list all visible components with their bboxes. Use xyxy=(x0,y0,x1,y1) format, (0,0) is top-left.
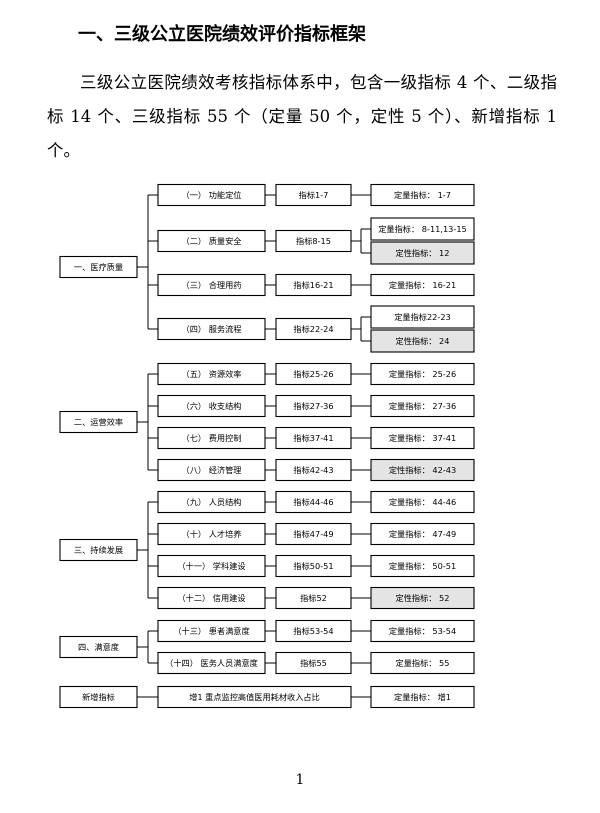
level1-2-group-3-name-box-label: （七） 费用控制 xyxy=(182,433,242,443)
level1-3-box-label: 三、持续发展 xyxy=(74,545,123,555)
page-number: 1 xyxy=(295,772,305,788)
level1-1-group-1-result-box-label: 定量指标： 1-7 xyxy=(394,190,451,200)
level1-1-group-2-result-box-1 xyxy=(370,217,475,241)
level1-4-group-1-result-box-label: 定量指标： 53-54 xyxy=(389,626,456,636)
new-indicator-box-label: 新增指标 xyxy=(82,692,115,702)
level1-2-group-3-result-box xyxy=(370,426,475,450)
level1-4-group-1-name-box-label: （十三） 患者满意度 xyxy=(173,626,249,636)
level1-2-group-2-name-box-label: （六） 收支结构 xyxy=(182,401,242,411)
level1-1-group-1-range-box-label: 指标1-7 xyxy=(299,190,329,200)
level1-4-group-2-range-box-label: 指标55 xyxy=(300,658,327,668)
level1-1-group-2-result-box-2-label: 定性指标： 12 xyxy=(396,248,450,258)
level1-2-group-4-result-box xyxy=(370,458,475,482)
level1-3-group-4-result-box xyxy=(370,586,475,610)
level1-1-group-3-range-box-label: 指标16-21 xyxy=(293,280,333,290)
level1-2-group-1-range-box-label: 指标25-26 xyxy=(293,369,333,379)
level1-2-group-2-result-box-label: 定量指标： 27-36 xyxy=(389,401,456,411)
level1-2-box-label: 二、运营效率 xyxy=(74,417,123,427)
level1-1-group-4-result-box-1-label: 定量指标22-23 xyxy=(394,312,451,322)
level1-2-group-1-result-box xyxy=(370,362,475,386)
level1-2-group-4-result-box-label: 定性指标： 42-43 xyxy=(389,465,456,475)
level1-1-group-1-result-box xyxy=(370,183,475,207)
level1-3-group-2-result-box xyxy=(370,522,475,546)
level1-3-group-1-result-box xyxy=(370,490,475,514)
level1-1-group-2-result-box-1-label: 定量指标： 8-11,13-15 xyxy=(378,224,467,234)
level1-3-group-4-result-box-label: 定性指标： 52 xyxy=(396,593,450,603)
level1-1-group-4-result-box-2 xyxy=(370,329,475,353)
level1-1-group-1-name-box-label: （一） 功能定位 xyxy=(182,190,242,200)
level1-1-group-2-range-box-label: 指标8-15 xyxy=(296,236,331,246)
level1-1-group-3-result-box xyxy=(370,273,475,297)
level1-1-group-2-result-box-2 xyxy=(370,241,475,265)
level1-3-group-2-name-box-label: （十） 人才培养 xyxy=(182,529,242,539)
level1-3-group-4-range-box-label: 指标52 xyxy=(300,593,327,603)
level1-3-group-3-result-box xyxy=(370,554,475,578)
level1-1-group-4-result-box-1 xyxy=(370,305,475,329)
level1-3-group-1-name-box-label: （九） 人员结构 xyxy=(182,497,242,507)
level1-2-group-2-result-box xyxy=(370,394,475,418)
new-indicator-result-box-label: 定量指标： 增1 xyxy=(394,692,451,702)
level1-3-group-1-range-box-label: 指标44-46 xyxy=(293,497,333,507)
new-indicator-result-box xyxy=(370,685,475,709)
level1-4-group-1-range-box-label: 指标53-54 xyxy=(293,626,333,636)
level1-3-group-2-range-box-label: 指标47-49 xyxy=(293,529,333,539)
level1-2-group-2-range-box-label: 指标27-36 xyxy=(293,401,333,411)
new-indicator-content-box-label: 增1 重点监控高值医用耗材收入占比 xyxy=(189,692,320,702)
level1-2-group-3-result-box-label: 定量指标： 37-41 xyxy=(389,433,456,443)
level1-4-group-2-result-box xyxy=(370,651,475,675)
level1-1-group-4-range-box-label: 指标22-24 xyxy=(293,324,333,334)
level1-2-group-3-range-box-label: 指标37-41 xyxy=(293,433,333,443)
level1-2-group-4-name-box-label: （八） 经济管理 xyxy=(182,465,242,475)
section-heading: 一、三级公立医院绩效评价指标框架 xyxy=(78,24,366,45)
level1-2-group-1-name-box-label: （五） 资源效率 xyxy=(182,369,242,379)
level1-4-group-1-result-box xyxy=(370,619,475,643)
level1-1-group-4-name-box-label: （四） 服务流程 xyxy=(182,324,242,334)
level1-3-group-3-range-box-label: 指标50-51 xyxy=(293,561,333,571)
level1-2-group-1-result-box-label: 定量指标： 25-26 xyxy=(389,369,456,379)
level1-1-box-label: 一、医疗质量 xyxy=(74,262,123,272)
level1-1-group-3-name-box-label: （三） 合理用药 xyxy=(182,280,242,290)
level1-1-group-3-result-box-label: 定量指标： 16-21 xyxy=(389,280,456,290)
level1-3-group-3-result-box-label: 定量指标： 50-51 xyxy=(389,561,456,571)
level1-3-group-3-name-box-label: （十一） 学科建设 xyxy=(177,561,245,571)
level1-3-group-4-name-box-label: （十二） 信用建设 xyxy=(177,593,245,603)
level1-3-group-1-result-box-label: 定量指标： 44-46 xyxy=(389,497,456,507)
level1-4-group-2-result-box-label: 定量指标： 55 xyxy=(396,658,450,668)
level1-4-box-label: 四、满意度 xyxy=(78,642,119,652)
level1-2-group-4-range-box-label: 指标42-43 xyxy=(293,465,333,475)
intro-paragraph: 三级公立医院绩效考核指标体系中，包含一级指标 4 个、二级指标 14 个、三级指… xyxy=(47,73,557,160)
level1-1-group-2-name-box-label: （二） 质量安全 xyxy=(182,236,242,246)
level1-1-group-4-result-box-2-label: 定性指标： 24 xyxy=(396,336,450,346)
level1-3-group-2-result-box-label: 定量指标： 47-49 xyxy=(389,529,456,539)
level1-4-group-2-name-box-label: （十四） 医务人员满意度 xyxy=(165,658,258,668)
